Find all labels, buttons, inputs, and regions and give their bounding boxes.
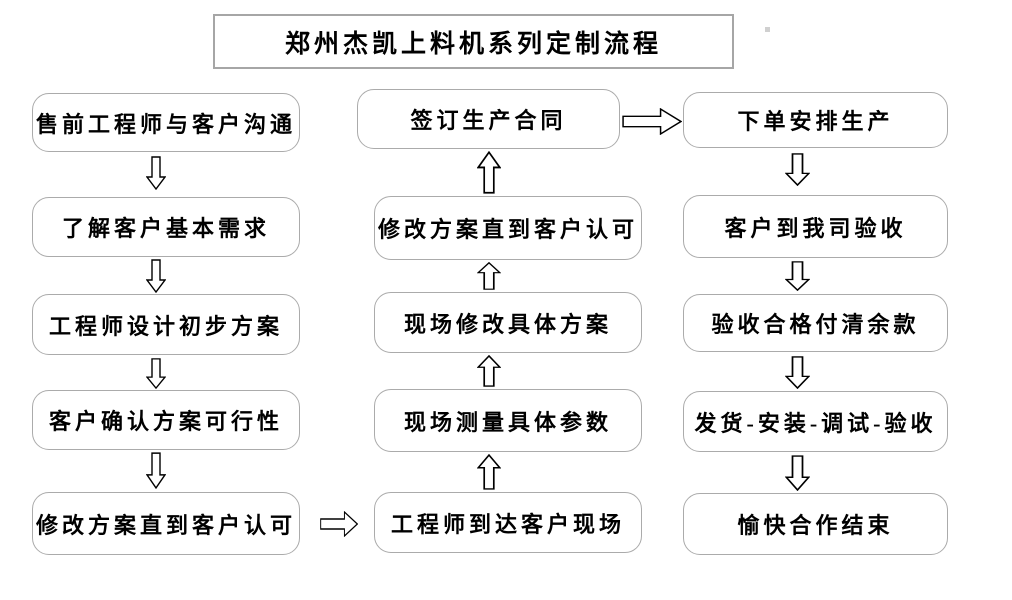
down-arrow-icon	[146, 452, 166, 489]
flowchart-title: 郑州杰凯上料机系列定制流程	[284, 30, 662, 58]
step-place-order: 下单安排生产	[683, 92, 948, 148]
step-sign-contract: 签订生产合同	[357, 89, 620, 149]
step-label: 修改方案直到客户认可	[35, 512, 296, 538]
step-label: 售前工程师与客户沟通	[35, 111, 296, 137]
step-pay-balance: 验收合格付清余款	[683, 294, 948, 352]
step-design-draft-plan: 工程师设计初步方案	[32, 294, 300, 355]
step-label: 客户确认方案可行性	[48, 409, 283, 434]
step-presales-communication: 售前工程师与客户沟通	[32, 93, 300, 152]
step-revise-until-approval: 修改方案直到客户认可	[32, 492, 300, 555]
up-arrow-icon	[477, 262, 501, 290]
step-engineer-arrive-site: 工程师到达客户现场	[374, 492, 642, 553]
step-label: 签订生产合同	[410, 108, 567, 133]
down-arrow-icon	[785, 153, 810, 186]
step-happy-cooperation-end: 愉快合作结束	[683, 493, 948, 555]
step-label: 现场测量具体参数	[403, 409, 612, 435]
down-arrow-icon	[785, 261, 810, 291]
title-box: 郑州杰凯上料机系列定制流程	[213, 14, 734, 69]
step-label: 客户到我司验收	[724, 215, 907, 241]
up-arrow-icon	[477, 454, 501, 490]
step-label: 发货-安装-调试-验收	[694, 410, 937, 436]
step-label: 修改方案直到客户认可	[377, 217, 638, 242]
down-arrow-icon	[146, 259, 166, 293]
down-arrow-icon	[146, 358, 166, 389]
step-label: 愉快合作结束	[737, 513, 894, 538]
down-arrow-icon	[785, 356, 810, 389]
step-label: 下单安排生产	[737, 109, 894, 134]
step-label: 工程师设计初步方案	[48, 313, 283, 339]
step-customer-acceptance: 客户到我司验收	[683, 195, 948, 258]
step-onsite-modify-plan: 现场修改具体方案	[374, 292, 642, 353]
step-confirm-feasibility: 客户确认方案可行性	[32, 390, 300, 450]
down-arrow-icon	[146, 156, 166, 190]
step-onsite-measure-parameters: 现场测量具体参数	[374, 389, 642, 452]
stray-dot-artifact	[765, 27, 770, 32]
step-delivery-install-debug-accept: 发货-安装-调试-验收	[683, 391, 948, 452]
step-onsite-revise-until-approval: 修改方案直到客户认可	[374, 196, 642, 260]
right-arrow-icon	[320, 511, 358, 537]
step-label: 现场修改具体方案	[403, 311, 612, 337]
step-label: 验收合格付清余款	[711, 312, 920, 337]
up-arrow-icon	[477, 355, 501, 387]
up-arrow-icon	[477, 151, 501, 194]
step-label: 了解客户基本需求	[61, 216, 270, 241]
down-arrow-icon	[785, 455, 810, 491]
step-understand-needs: 了解客户基本需求	[32, 197, 300, 257]
step-label: 工程师到达客户现场	[390, 511, 625, 537]
right-arrow-icon	[622, 108, 682, 135]
